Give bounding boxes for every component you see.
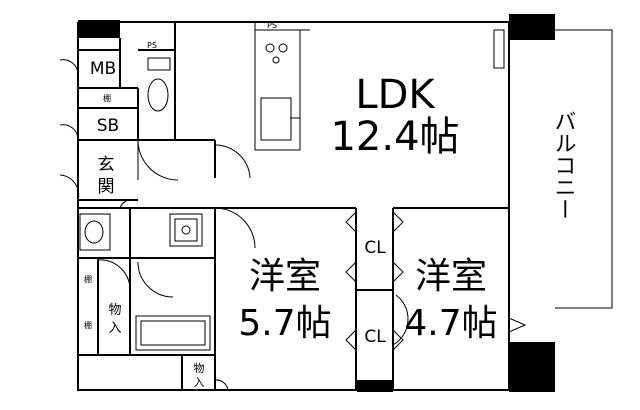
column-top-left: [78, 20, 120, 38]
mb-label: MB: [90, 59, 116, 79]
sb-label: SB: [97, 116, 119, 136]
washing-machine: [169, 213, 203, 247]
closet-upper-label: CL: [364, 238, 386, 258]
western-room-1-size: 5.7帖: [238, 303, 331, 344]
western-room-1-label: 洋室: [249, 256, 321, 297]
ldk-size: 12.4帖: [330, 114, 459, 160]
ps-top-label: PS: [267, 21, 277, 30]
column-top-right: [509, 14, 555, 40]
western-room-2-label: 洋室: [415, 256, 487, 297]
door-swings: [59, 59, 527, 391]
bathtub: [135, 315, 211, 351]
western-room-2-size: 4.7帖: [404, 303, 497, 344]
ldk-label: LDK: [355, 72, 436, 118]
wash-basin: [79, 213, 111, 251]
storage-bottom-label-1: 物: [194, 361, 205, 375]
balcony-outline: [508, 29, 613, 342]
storage-bottom-label-2: 入: [194, 376, 205, 389]
ps-mid-label: PS: [147, 41, 157, 50]
column-bottom-mid: [357, 380, 393, 392]
shelf-left-label-1: 棚: [84, 274, 92, 284]
closet-lower-label: CL: [364, 327, 386, 347]
entrance-label-1: 玄: [98, 155, 115, 175]
ldk-window: [493, 29, 505, 69]
shelf-top-label: 棚: [103, 93, 111, 103]
kitchen-counter: [254, 29, 301, 151]
shelf-left-label-2: 棚: [84, 320, 92, 330]
balcony-label: バルコニー: [551, 110, 576, 220]
toilet: [147, 57, 171, 112]
interior-walls: [78, 22, 509, 390]
storage-left-label-1: 物: [108, 303, 121, 318]
storage-left-label-2: 入: [108, 321, 121, 336]
entrance-label-2: 関: [98, 177, 115, 197]
column-bottom-right: [509, 342, 555, 392]
